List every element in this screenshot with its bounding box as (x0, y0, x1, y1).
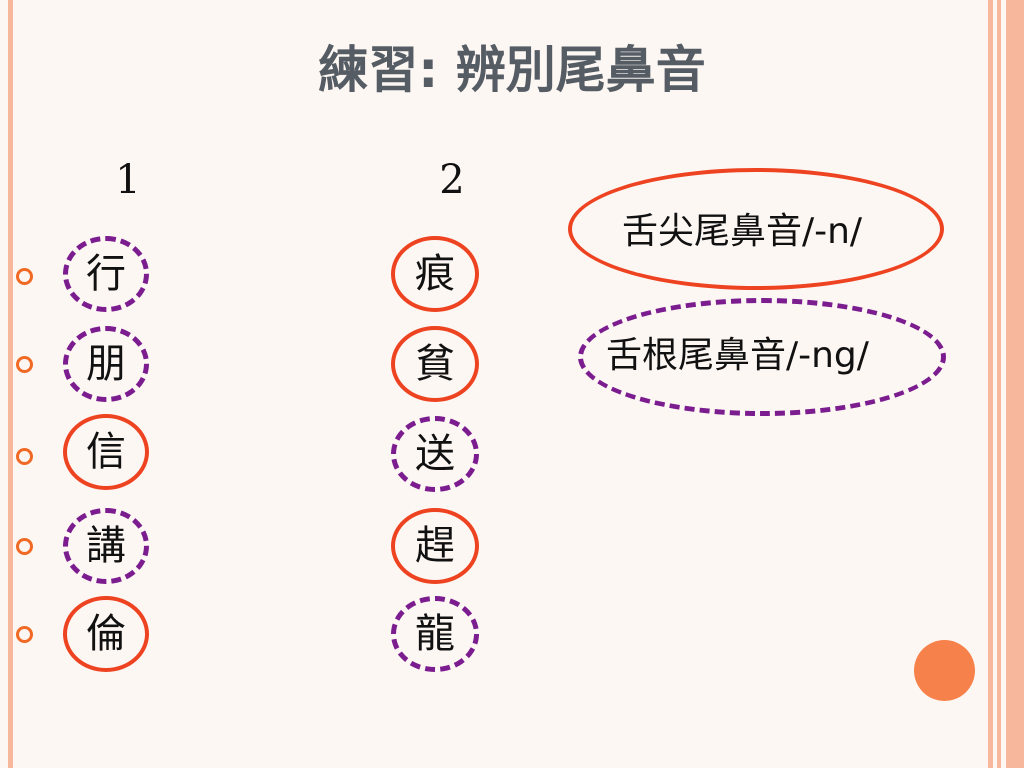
column-1-char-1: 行 (86, 251, 126, 297)
solid-circle-n (391, 508, 479, 584)
solid-circle-n (391, 326, 479, 402)
decorative-dot (914, 640, 975, 701)
right-edge-stripe-1 (988, 0, 993, 768)
column-1-label: 1 (115, 157, 141, 203)
dashed-circle-ng (63, 508, 149, 584)
solid-circle-n (391, 236, 479, 312)
legend-n-label: 舌尖尾鼻音/-n/ (622, 211, 863, 252)
bullet-3 (16, 448, 33, 465)
right-edge-stripe-2 (997, 0, 1001, 768)
bullet-4 (16, 538, 33, 555)
column-2-label: 2 (439, 157, 465, 203)
column-2-char-4: 趕 (415, 523, 455, 569)
right-edge-stripe-3 (1006, 0, 1024, 768)
column-2-char-2: 貧 (415, 341, 455, 387)
dashed-circle-ng (63, 236, 149, 312)
legend-ng-label: 舌根尾鼻音/-ng/ (606, 335, 869, 376)
solid-circle-n (63, 596, 149, 672)
legend-solid-circle (568, 168, 944, 290)
column-1-char-2: 朋 (86, 341, 126, 387)
slide-title: 練習: 辨別尾鼻音 (318, 41, 706, 99)
dashed-circle-ng (391, 596, 479, 672)
column-1-char-4: 講 (86, 523, 126, 569)
left-edge-stripe (8, 0, 13, 768)
legend-dashed-circle (578, 298, 946, 416)
dashed-circle-ng (63, 326, 149, 402)
column-2-char-1: 痕 (415, 251, 455, 297)
bullet-1 (16, 268, 33, 285)
column-2-char-3: 送 (415, 431, 455, 477)
column-1-char-3: 信 (86, 429, 126, 475)
column-2-char-5: 龍 (415, 611, 455, 657)
dashed-circle-ng (391, 416, 479, 492)
bullet-2 (16, 356, 33, 373)
bullet-5 (16, 626, 33, 643)
solid-circle-n (63, 414, 149, 490)
column-1-char-5: 倫 (86, 611, 126, 657)
